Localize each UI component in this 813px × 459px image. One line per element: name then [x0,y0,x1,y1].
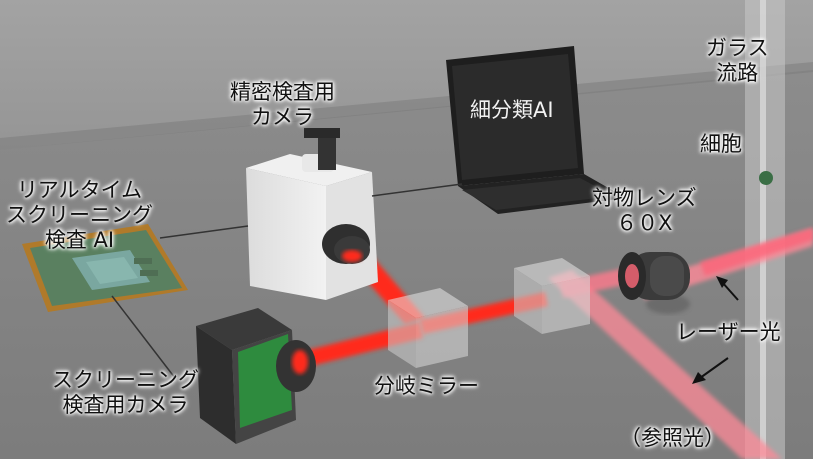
glass-channel-edge [760,0,766,459]
objective-lens [618,252,690,314]
label-glass-channel: ガラス 流路 [706,36,769,85]
laser-arrow-down [692,357,729,384]
cell-dot [759,171,773,185]
splitter-left [388,288,468,368]
screening-camera-body [196,308,316,444]
label-precision-camera: 精密検査用 カメラ [230,80,335,129]
splitter-right [514,258,590,334]
label-fine-ai: 細分類AI [470,98,554,122]
label-cell: 細胞 [700,132,742,156]
reference-beam [548,270,782,459]
label-laser: レーザー光 [676,320,781,344]
leader-chip-to-camera [159,225,249,239]
laser-incoming-core [700,228,813,276]
leader-chip-to-screening [111,295,176,379]
label-splitter: 分岐ミラー [374,374,479,398]
precision-camera-body [246,128,378,300]
realtime-ai-chip-board [22,224,188,312]
label-objective: 対物レンズ ６０X [592,186,697,235]
label-realtime-ai: リアルタイム スクリーニング 検査 AI [6,178,153,252]
laser-arrow-up [716,276,739,301]
leader-precision-to-laptop [371,183,463,197]
table-edge-shadow [0,62,813,150]
label-screening-camera: スクリーニング 検査用カメラ [52,368,199,417]
fine-classification-laptop [446,46,626,214]
label-reference: （参照光） [620,426,725,450]
